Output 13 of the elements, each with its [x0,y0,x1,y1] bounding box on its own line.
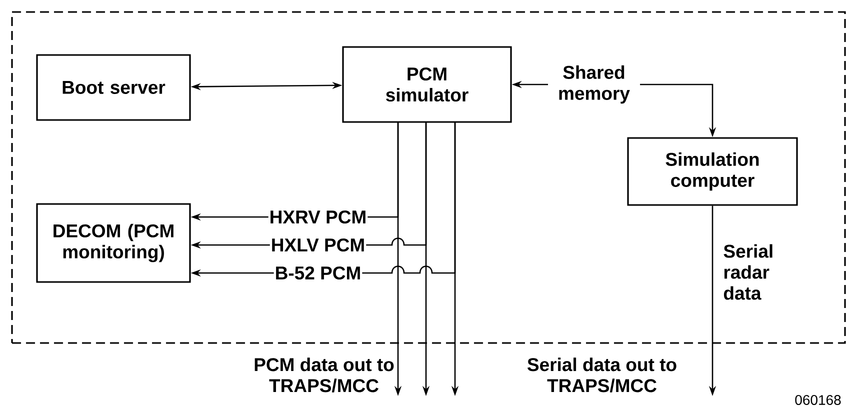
process-box: Boot server [36,54,191,121]
output-label: Serial data out to TRAPS/MCC [528,358,676,392]
edge-label: HXLV PCM [270,237,366,253]
edge-label: Serial radar data [724,244,772,300]
edge-label: B-52 PCM [274,265,362,281]
process-box: Simulation computer [627,137,798,206]
edge-label: HXRV PCM [268,209,368,225]
process-box: PCM simulator [342,46,512,123]
process-box: DECOM (PCM monitoring) [36,203,191,283]
edge-label: Shared memory [548,63,640,106]
dashed-boundary [11,11,846,344]
output-label: PCM data out to TRAPS/MCC [254,358,394,392]
figure-number: 060168 [795,395,841,405]
